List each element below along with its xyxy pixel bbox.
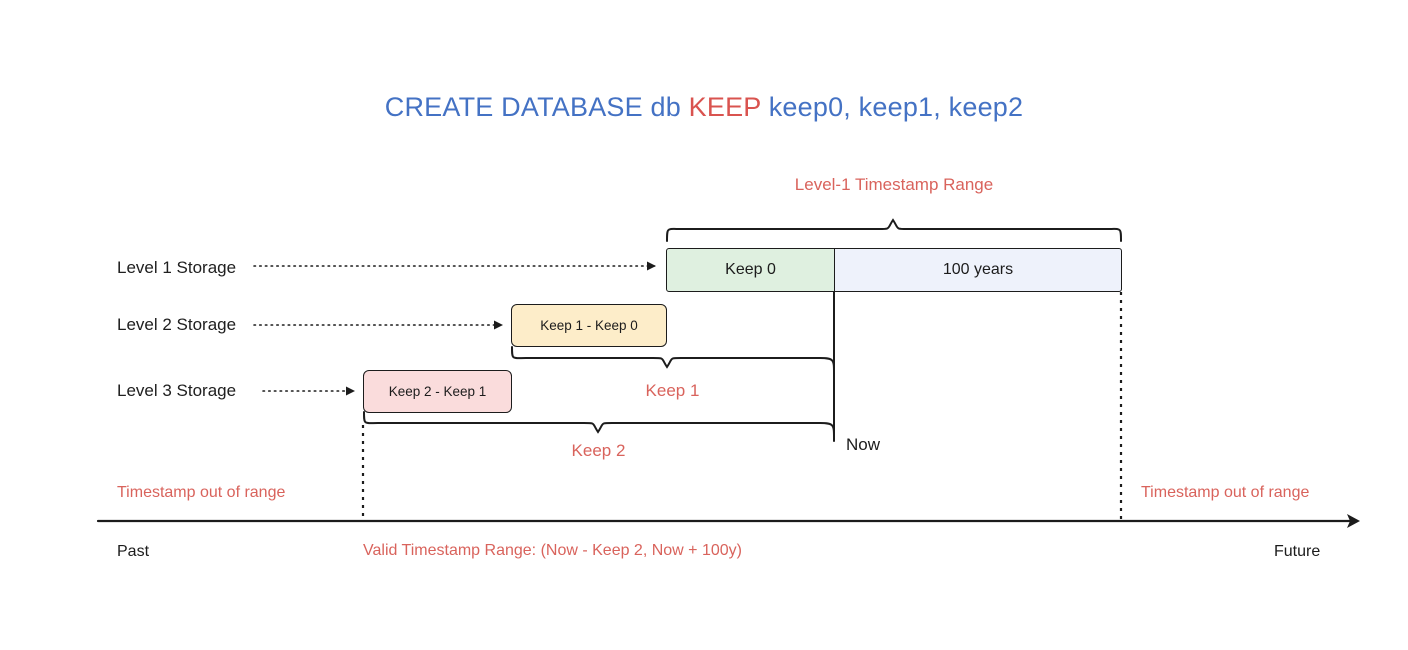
box-keep2-minus-keep1: Keep 2 - Keep 1 bbox=[363, 370, 512, 413]
label-valid-timestamp-range: Valid Timestamp Range: (Now - Keep 2, No… bbox=[363, 542, 742, 559]
label-timestamp-out-of-range-left: Timestamp out of range bbox=[117, 484, 286, 501]
timeline-axis bbox=[96, 514, 1360, 528]
label-keep2: Keep 2 bbox=[571, 441, 626, 460]
brace-keep1 bbox=[511, 346, 835, 374]
title-statement: CREATE DATABASE db bbox=[384, 92, 689, 122]
title-keyword-keep: KEEP bbox=[688, 92, 762, 122]
row-label-level-3-storage: Level 3 Storage bbox=[117, 381, 237, 400]
label-timestamp-out-of-range-right: Timestamp out of range bbox=[1141, 484, 1310, 501]
label-now: Now bbox=[846, 435, 881, 454]
leader-arrow-level-2 bbox=[253, 320, 503, 330]
brace-level1-timestamp-range bbox=[666, 218, 1122, 242]
label-future: Future bbox=[1274, 543, 1321, 560]
label-past: Past bbox=[117, 543, 150, 560]
label-level1-timestamp-range: Level-1 Timestamp Range bbox=[794, 175, 994, 194]
box-keep0: Keep 0 bbox=[666, 248, 835, 292]
title-params: keep0, keep1, keep2 bbox=[761, 92, 1024, 122]
box-keep1-minus-keep0: Keep 1 - Keep 0 bbox=[511, 304, 667, 347]
brace-keep2 bbox=[363, 411, 835, 439]
box-100-years: 100 years bbox=[834, 248, 1122, 292]
page-title: CREATE DATABASE db KEEP keep0, keep1, ke… bbox=[0, 92, 1408, 123]
row-label-level-2-storage: Level 2 Storage bbox=[117, 315, 237, 334]
row-label-level-1-storage: Level 1 Storage bbox=[117, 258, 237, 277]
leader-arrow-level-1 bbox=[253, 261, 656, 271]
leader-arrow-level-3 bbox=[262, 386, 355, 396]
label-keep1: Keep 1 bbox=[645, 381, 700, 400]
